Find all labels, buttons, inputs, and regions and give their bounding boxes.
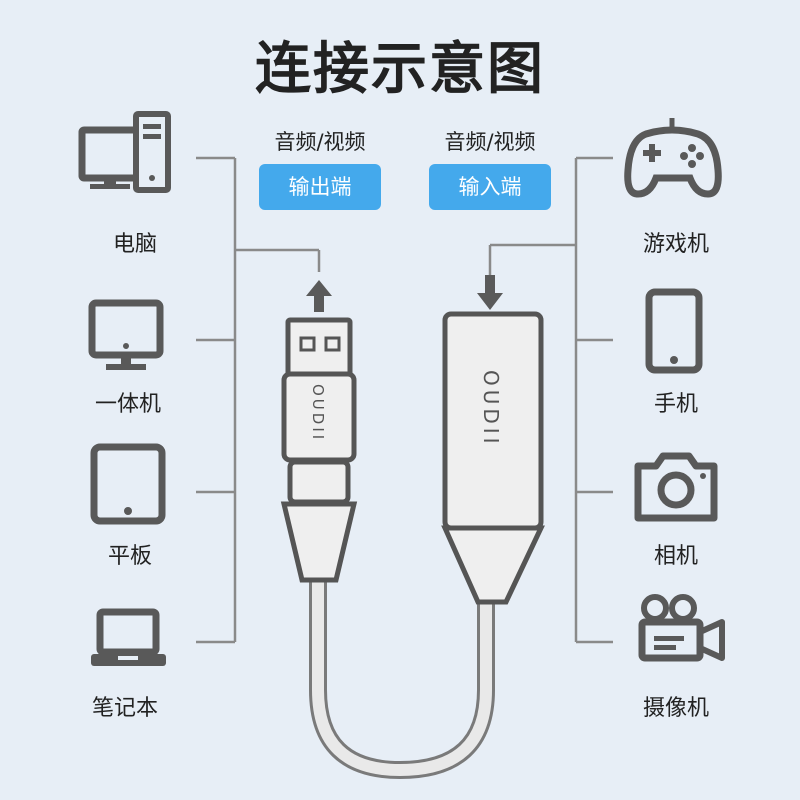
device-label-phone: 手机: [653, 392, 698, 417]
camera-icon: [634, 452, 718, 522]
input-port-caption: 音频/视频: [444, 130, 536, 154]
laptop-icon: [91, 608, 166, 666]
usb-strain-relief: [280, 501, 358, 583]
all-in-one-icon: [88, 299, 164, 370]
right-bracket-lines: [488, 156, 613, 644]
tablet-icon: [90, 443, 166, 525]
desktop-computer-icon: [78, 111, 171, 193]
usb-brand-text: OUDII: [309, 384, 327, 442]
page-title: 连接示意图: [255, 37, 545, 102]
device-label-all-in-one: 一体机: [94, 392, 161, 417]
device-label-desktop: 电脑: [112, 232, 157, 257]
device-label-laptop: 笔记本: [91, 696, 158, 721]
output-port-caption: 音频/视频: [274, 130, 366, 154]
hdmi-strain-relief: [441, 525, 545, 605]
device-label-gamepad: 游戏机: [642, 232, 709, 257]
input-port-badge: 输入端: [429, 164, 551, 210]
gamepad-icon: [624, 118, 722, 198]
hdmi-brand-text: OUDII: [479, 370, 503, 448]
phone-icon: [645, 288, 703, 374]
left-bracket-lines: [196, 156, 321, 644]
device-label-camera: 相机: [653, 544, 698, 569]
usb-a-plug: [285, 317, 353, 379]
device-label-video-camera: 摄像机: [642, 696, 709, 721]
output-arrow-icon: [306, 280, 332, 312]
usb-c-adapter: [287, 459, 351, 505]
video-camera-icon: [638, 594, 725, 662]
output-port-badge: 输出端: [259, 164, 381, 210]
input-arrow-icon: [477, 275, 503, 310]
device-label-tablet: 平板: [107, 544, 152, 569]
